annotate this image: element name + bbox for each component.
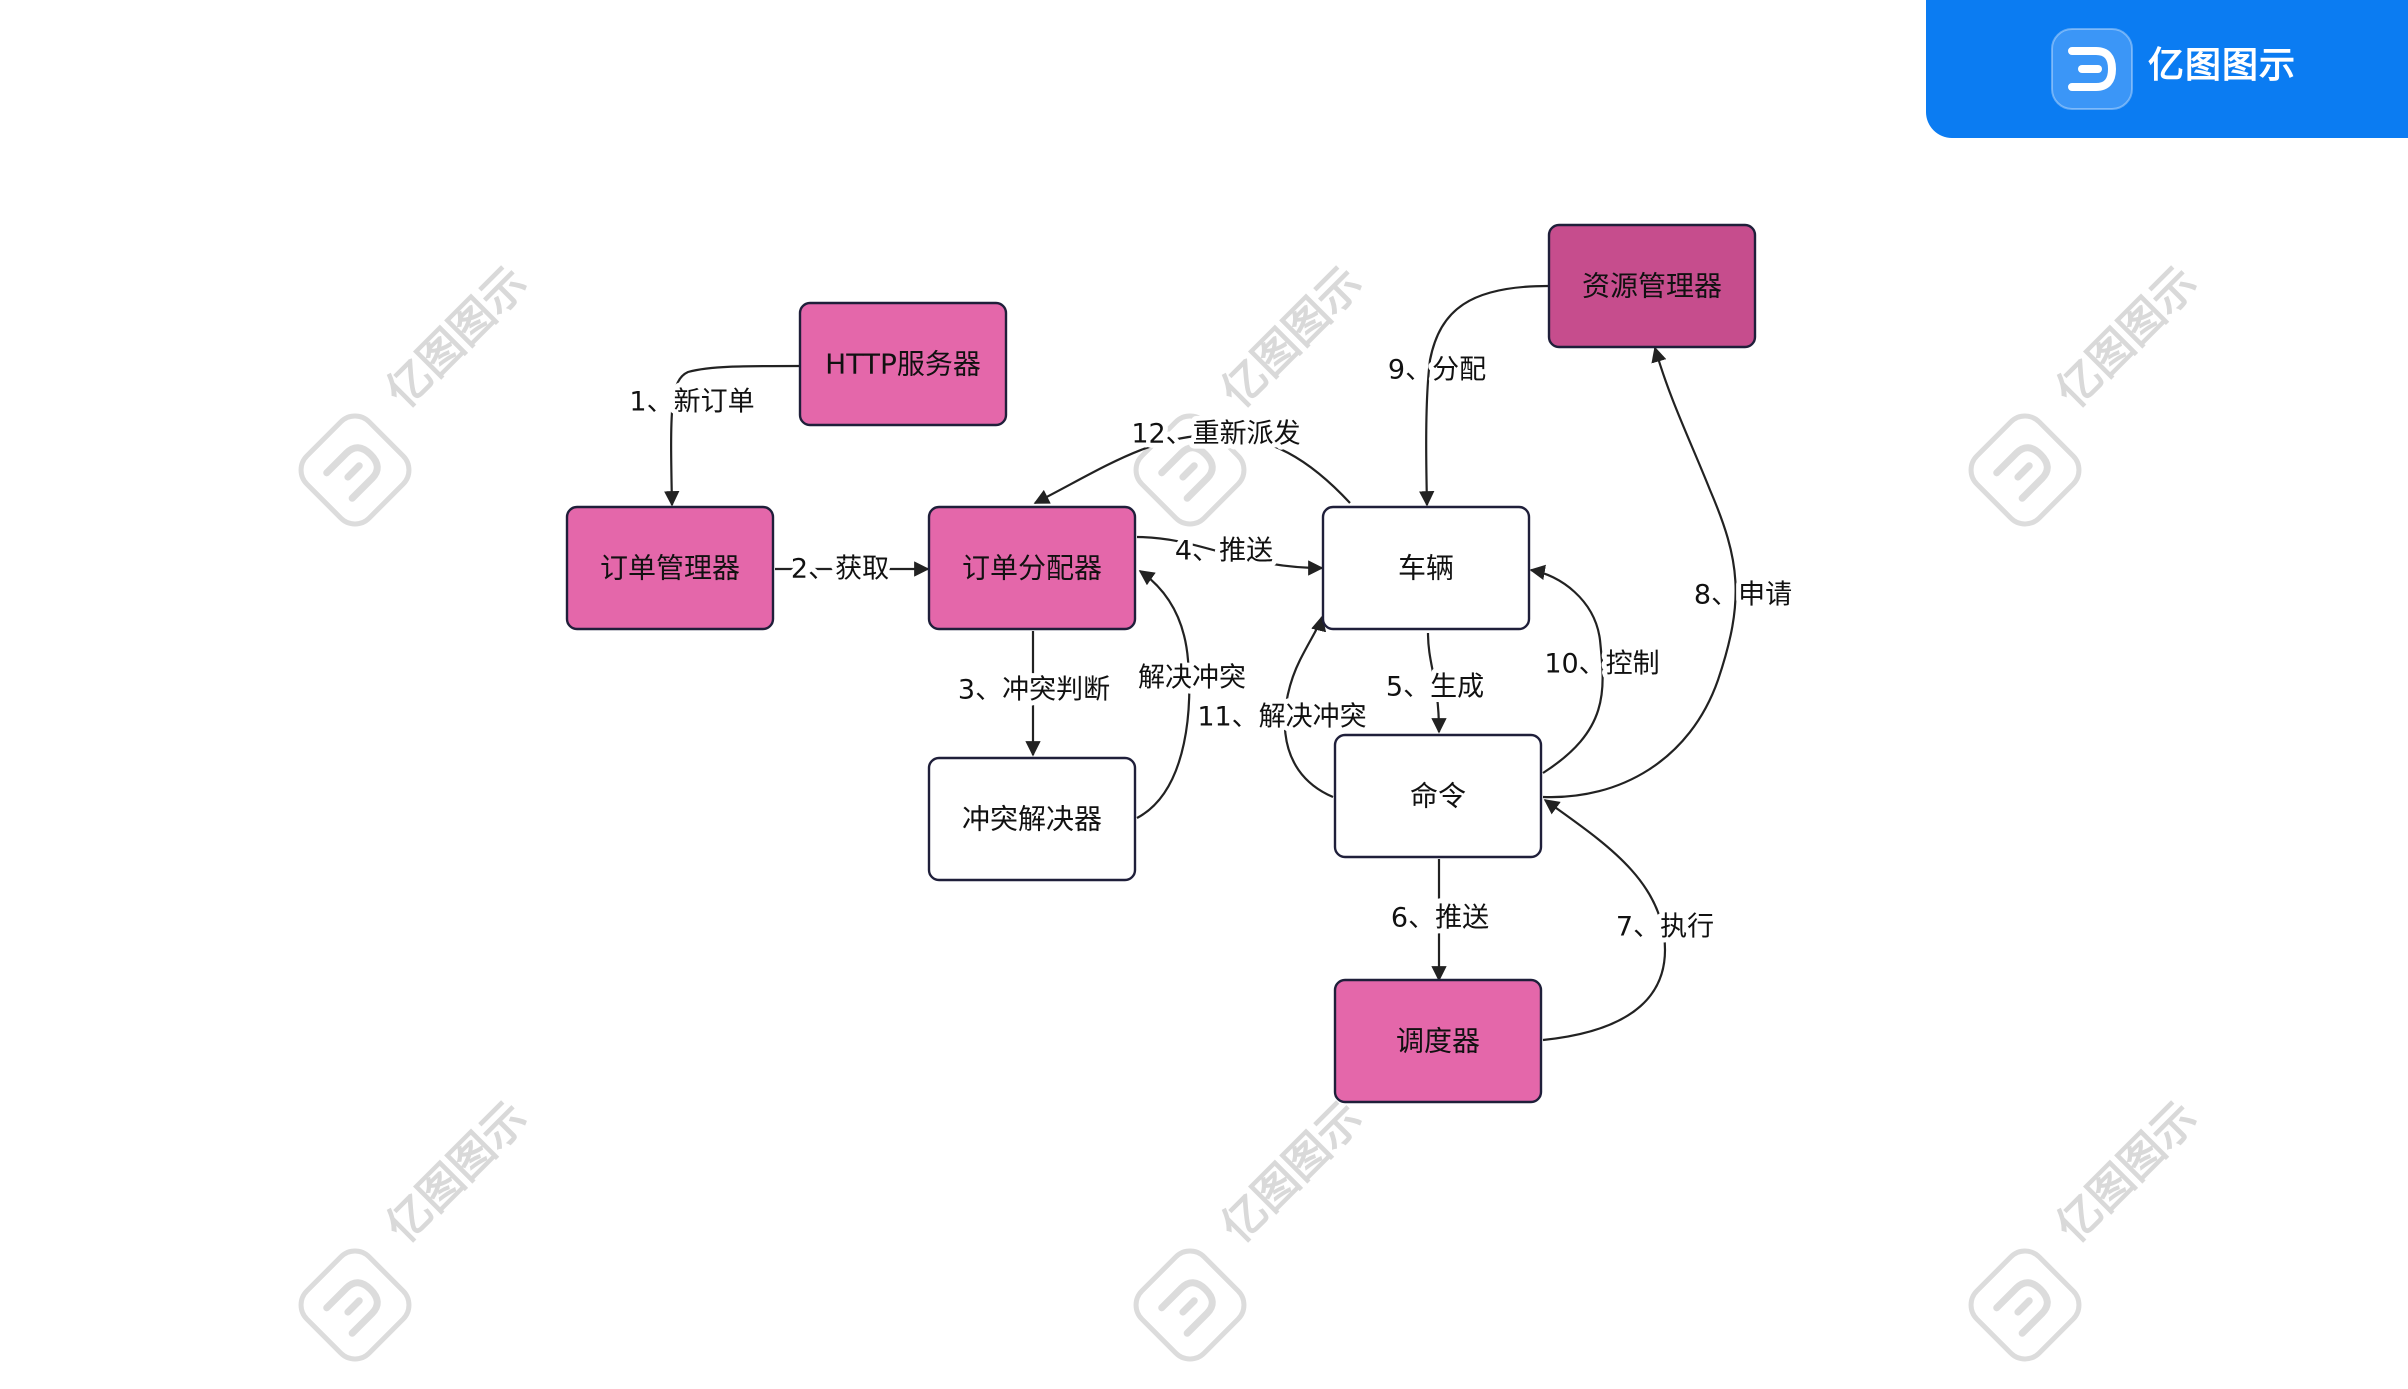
- watermark-text: 亿图图示: [2047, 257, 2208, 418]
- edraw-logo-icon: [293, 408, 417, 532]
- node-scheduler[interactable]: 调度器: [1333, 978, 1543, 1104]
- watermark: 亿图图示: [1963, 257, 2207, 532]
- label-fetch: 2、获取: [791, 554, 889, 585]
- brand-badge[interactable]: 亿图图示: [1926, 0, 2408, 138]
- node-resource-manager[interactable]: 资源管理器: [1547, 223, 1757, 349]
- edraw-logo-icon: [293, 1243, 417, 1367]
- node-vehicle-label: 车辆: [1398, 552, 1454, 585]
- edge-new-order[interactable]: [664, 364, 801, 507]
- label-push-to-vehicle: 4、推送: [1175, 536, 1273, 567]
- label-push-to-scheduler: 6、推送: [1391, 903, 1489, 934]
- node-scheduler-label: 调度器: [1396, 1025, 1480, 1058]
- brand-name: 亿图图示: [2148, 45, 2297, 86]
- label-resolve-conflict: 解决冲突: [1138, 663, 1246, 694]
- label-execute: 7、执行: [1616, 912, 1714, 943]
- label-allocate: 9、分配: [1388, 355, 1486, 386]
- watermark-text: 亿图图示: [377, 257, 538, 418]
- edge-resolve-conflict-11[interactable]: [1283, 615, 1334, 799]
- node-http-server[interactable]: HTTP服务器: [798, 301, 1008, 427]
- node-order-manager-label: 订单管理器: [600, 552, 740, 585]
- node-order-dispatcher-label: 订单分配器: [962, 552, 1102, 585]
- label-resolve-conflict-11: 11、解决冲突: [1197, 702, 1366, 733]
- edge-resolve-conflict[interactable]: [1136, 570, 1191, 819]
- watermark-text: 亿图图示: [1212, 1092, 1373, 1253]
- edge-allocate[interactable]: [1418, 284, 1549, 507]
- edraw-logo-icon: [1963, 408, 2087, 532]
- node-vehicle[interactable]: 车辆: [1321, 505, 1531, 631]
- node-command[interactable]: 命令: [1333, 733, 1543, 859]
- label-new-order: 1、新订单: [629, 387, 754, 418]
- watermark: 亿图图示: [1128, 257, 1372, 532]
- node-conflict-resolver-label: 冲突解决器: [962, 803, 1102, 836]
- watermark-text: 亿图图示: [1212, 257, 1373, 418]
- label-redispatch: 12、重新派发: [1131, 419, 1300, 450]
- edge-push-to-vehicle[interactable]: [1136, 535, 1324, 576]
- watermark: 亿图图示: [1128, 1092, 1372, 1367]
- watermark: 亿图图示: [293, 257, 537, 532]
- edge-execute[interactable]: [1542, 799, 1667, 1042]
- node-resource-manager-label: 资源管理器: [1582, 270, 1722, 303]
- watermark-text: 亿图图示: [377, 1092, 538, 1253]
- watermark-text: 亿图图示: [2047, 1092, 2208, 1253]
- edraw-logo-icon: [2051, 28, 2133, 110]
- edge-redispatch[interactable]: [1033, 433, 1351, 504]
- node-order-manager[interactable]: 订单管理器: [565, 505, 775, 631]
- edge-generate[interactable]: [1426, 632, 1447, 734]
- edge-apply[interactable]: [1542, 346, 1737, 799]
- label-conflict-check: 3、冲突判断: [958, 675, 1110, 706]
- edge-control[interactable]: [1529, 564, 1604, 774]
- label-control: 10、控制: [1544, 649, 1659, 680]
- watermark: 亿图图示: [293, 1092, 537, 1367]
- node-http-server-label: HTTP服务器: [825, 348, 981, 381]
- label-generate: 5、生成: [1386, 672, 1484, 703]
- node-conflict-resolver[interactable]: 冲突解决器: [927, 756, 1137, 882]
- node-order-dispatcher[interactable]: 订单分配器: [927, 505, 1137, 631]
- label-apply: 8、申请: [1694, 580, 1792, 611]
- edraw-logo-icon: [1963, 1243, 2087, 1367]
- edraw-logo-icon: [1128, 1243, 1252, 1367]
- watermark: 亿图图示: [1963, 1092, 2207, 1367]
- node-command-label: 命令: [1410, 780, 1466, 813]
